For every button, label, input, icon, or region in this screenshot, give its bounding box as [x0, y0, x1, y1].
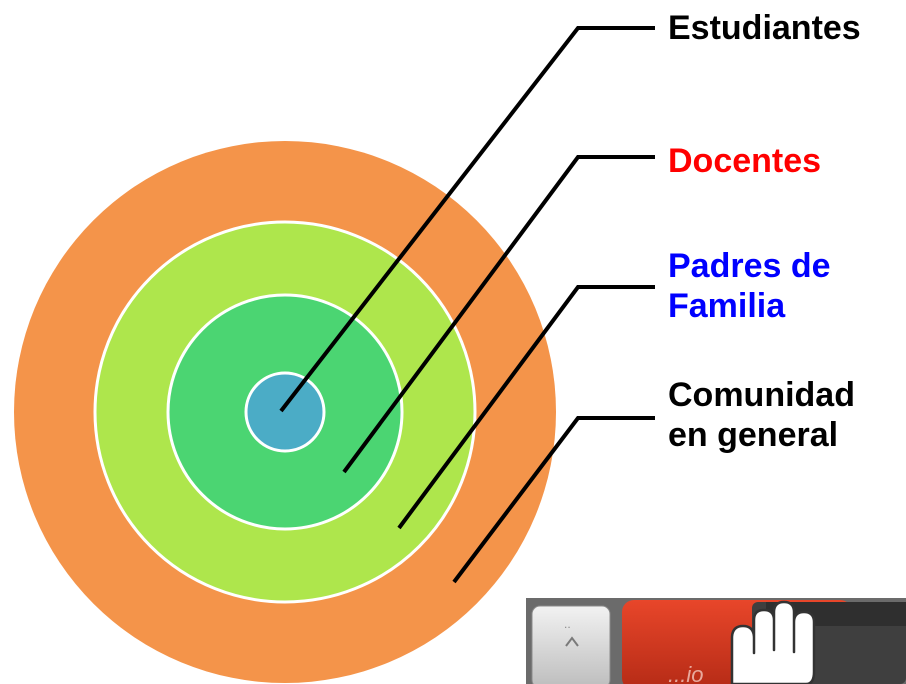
hand-cursor-keyboard-icon	[730, 600, 816, 684]
svg-text:..: ..	[564, 617, 571, 631]
label-comunidad: Comunidad en general	[668, 375, 906, 455]
leader-line-comunidad	[452, 416, 655, 584]
leader-line-estudiantes	[279, 26, 655, 413]
label-padres-line2: Familia	[668, 287, 786, 325]
svg-text:...io: ...io	[668, 662, 703, 684]
label-comunidad-line1: Comunidad	[668, 376, 855, 414]
label-docentes: Docentes	[668, 141, 821, 181]
ring-estudiantes	[244, 371, 326, 453]
label-estudiantes: Estudiantes	[668, 8, 861, 48]
keyboard-click-photo: .. ...io	[526, 598, 906, 684]
label-docentes-text: Docentes	[668, 142, 822, 180]
label-comunidad-line2: en general	[668, 416, 839, 454]
grey-key	[531, 605, 611, 684]
leader-line-docentes	[342, 155, 655, 474]
label-padres-line1: Padres de	[668, 247, 831, 285]
label-padres: Padres de Familia	[668, 246, 898, 326]
leader-line-padres	[397, 285, 655, 530]
label-estudiantes-text: Estudiantes	[668, 9, 861, 47]
